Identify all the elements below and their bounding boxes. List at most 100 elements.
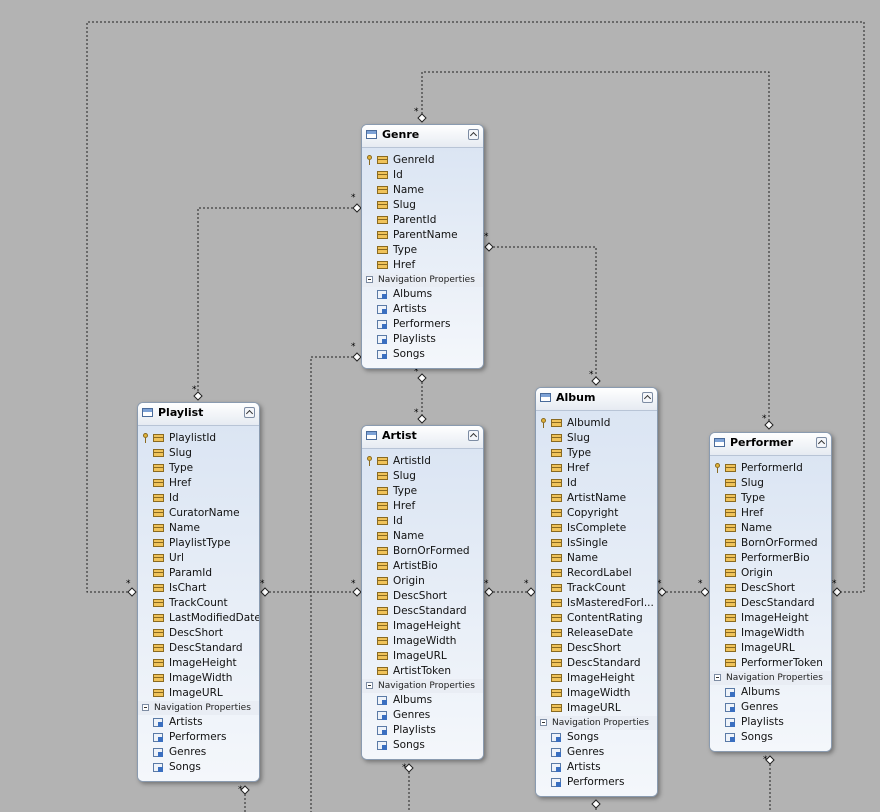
property-row[interactable]: Id <box>362 168 483 183</box>
property-row[interactable]: Id <box>138 491 259 506</box>
property-row[interactable]: Href <box>710 506 831 521</box>
navigation-property-row[interactable]: Songs <box>536 730 657 745</box>
association-end-diamond[interactable] <box>127 587 137 597</box>
property-row[interactable]: Href <box>536 461 657 476</box>
property-row[interactable]: Type <box>710 491 831 506</box>
collapse-chevron-icon[interactable] <box>468 129 479 140</box>
property-row[interactable]: ParentId <box>362 213 483 228</box>
property-row[interactable]: BornOrFormed <box>362 544 483 559</box>
property-row[interactable]: DescShort <box>138 626 259 641</box>
navigation-property-row[interactable]: Genres <box>536 745 657 760</box>
property-row[interactable]: Slug <box>362 469 483 484</box>
association-end-diamond[interactable] <box>832 587 842 597</box>
property-row[interactable]: DescStandard <box>536 656 657 671</box>
navigation-property-row[interactable]: Artists <box>138 715 259 730</box>
property-row[interactable]: ImageWidth <box>536 686 657 701</box>
property-row[interactable]: ImageURL <box>362 649 483 664</box>
property-row[interactable]: ContentRating <box>536 611 657 626</box>
association-line[interactable] <box>421 71 770 425</box>
property-row[interactable]: Type <box>362 243 483 258</box>
property-row[interactable]: PerformerToken <box>710 656 831 671</box>
association-line[interactable] <box>86 21 865 593</box>
association-end-diamond[interactable] <box>765 755 775 765</box>
association-line[interactable] <box>310 356 357 812</box>
property-row[interactable]: DescShort <box>362 589 483 604</box>
entity-header[interactable]: Artist <box>362 426 483 449</box>
property-row[interactable]: IsComplete <box>536 521 657 536</box>
association-end-diamond[interactable] <box>417 113 427 123</box>
property-row[interactable]: Id <box>536 476 657 491</box>
property-row[interactable]: Href <box>138 476 259 491</box>
entity-header[interactable]: Album <box>536 388 657 411</box>
collapse-minus-icon[interactable] <box>540 719 547 726</box>
property-row[interactable]: Name <box>362 529 483 544</box>
property-row[interactable]: Origin <box>362 574 483 589</box>
property-row[interactable]: GenreId <box>362 153 483 168</box>
property-row[interactable]: ImageWidth <box>710 626 831 641</box>
property-row[interactable]: Url <box>138 551 259 566</box>
property-row[interactable]: IsMasteredForI... <box>536 596 657 611</box>
collapse-minus-icon[interactable] <box>714 674 721 681</box>
property-row[interactable]: ImageHeight <box>362 619 483 634</box>
association-end-diamond[interactable] <box>417 414 427 424</box>
property-row[interactable]: Slug <box>536 431 657 446</box>
property-row[interactable]: Id <box>362 514 483 529</box>
association-end-diamond[interactable] <box>591 799 601 809</box>
navigation-properties-header[interactable]: Navigation Properties <box>362 273 483 287</box>
association-end-diamond[interactable] <box>417 373 427 383</box>
association-end-diamond[interactable] <box>526 587 536 597</box>
property-row[interactable]: Href <box>362 258 483 273</box>
property-row[interactable]: TrackCount <box>536 581 657 596</box>
navigation-property-row[interactable]: Playlists <box>362 723 483 738</box>
collapse-minus-icon[interactable] <box>142 704 149 711</box>
association-end-diamond[interactable] <box>352 587 362 597</box>
property-row[interactable]: RecordLabel <box>536 566 657 581</box>
association-line[interactable] <box>197 207 357 396</box>
property-row[interactable]: ArtistId <box>362 454 483 469</box>
property-row[interactable]: Href <box>362 499 483 514</box>
collapse-chevron-icon[interactable] <box>816 437 827 448</box>
property-row[interactable]: Name <box>362 183 483 198</box>
property-row[interactable]: Copyright <box>536 506 657 521</box>
navigation-properties-header[interactable]: Navigation Properties <box>710 671 831 685</box>
property-row[interactable]: DescStandard <box>710 596 831 611</box>
property-row[interactable]: PlaylistType <box>138 536 259 551</box>
property-row[interactable]: IsChart <box>138 581 259 596</box>
association-end-diamond[interactable] <box>404 763 414 773</box>
property-row[interactable]: PerformerBio <box>710 551 831 566</box>
association-end-diamond[interactable] <box>700 587 710 597</box>
association-line[interactable] <box>489 246 597 381</box>
navigation-property-row[interactable]: Playlists <box>710 715 831 730</box>
property-row[interactable]: ImageWidth <box>362 634 483 649</box>
navigation-property-row[interactable]: Albums <box>710 685 831 700</box>
entity-header[interactable]: Genre <box>362 125 483 148</box>
navigation-properties-header[interactable]: Navigation Properties <box>362 679 483 693</box>
property-row[interactable]: DescStandard <box>362 604 483 619</box>
navigation-property-row[interactable]: Songs <box>362 738 483 753</box>
property-row[interactable]: PlaylistId <box>138 431 259 446</box>
property-row[interactable]: Name <box>536 551 657 566</box>
property-row[interactable]: Type <box>362 484 483 499</box>
association-end-diamond[interactable] <box>240 785 250 795</box>
property-row[interactable]: ImageHeight <box>710 611 831 626</box>
property-row[interactable]: Origin <box>710 566 831 581</box>
association-end-diamond[interactable] <box>260 587 270 597</box>
navigation-property-row[interactable]: Songs <box>138 760 259 775</box>
property-row[interactable]: Slug <box>362 198 483 213</box>
property-row[interactable]: ImageURL <box>710 641 831 656</box>
navigation-properties-header[interactable]: Navigation Properties <box>138 701 259 715</box>
property-row[interactable]: ImageHeight <box>536 671 657 686</box>
property-row[interactable]: AlbumId <box>536 416 657 431</box>
property-row[interactable]: TrackCount <box>138 596 259 611</box>
association-end-diamond[interactable] <box>352 203 362 213</box>
property-row[interactable]: Name <box>138 521 259 536</box>
collapse-minus-icon[interactable] <box>366 276 373 283</box>
property-row[interactable]: ParamId <box>138 566 259 581</box>
property-row[interactable]: BornOrFormed <box>710 536 831 551</box>
navigation-property-row[interactable]: Genres <box>362 708 483 723</box>
collapse-minus-icon[interactable] <box>366 682 373 689</box>
association-end-diamond[interactable] <box>193 391 203 401</box>
